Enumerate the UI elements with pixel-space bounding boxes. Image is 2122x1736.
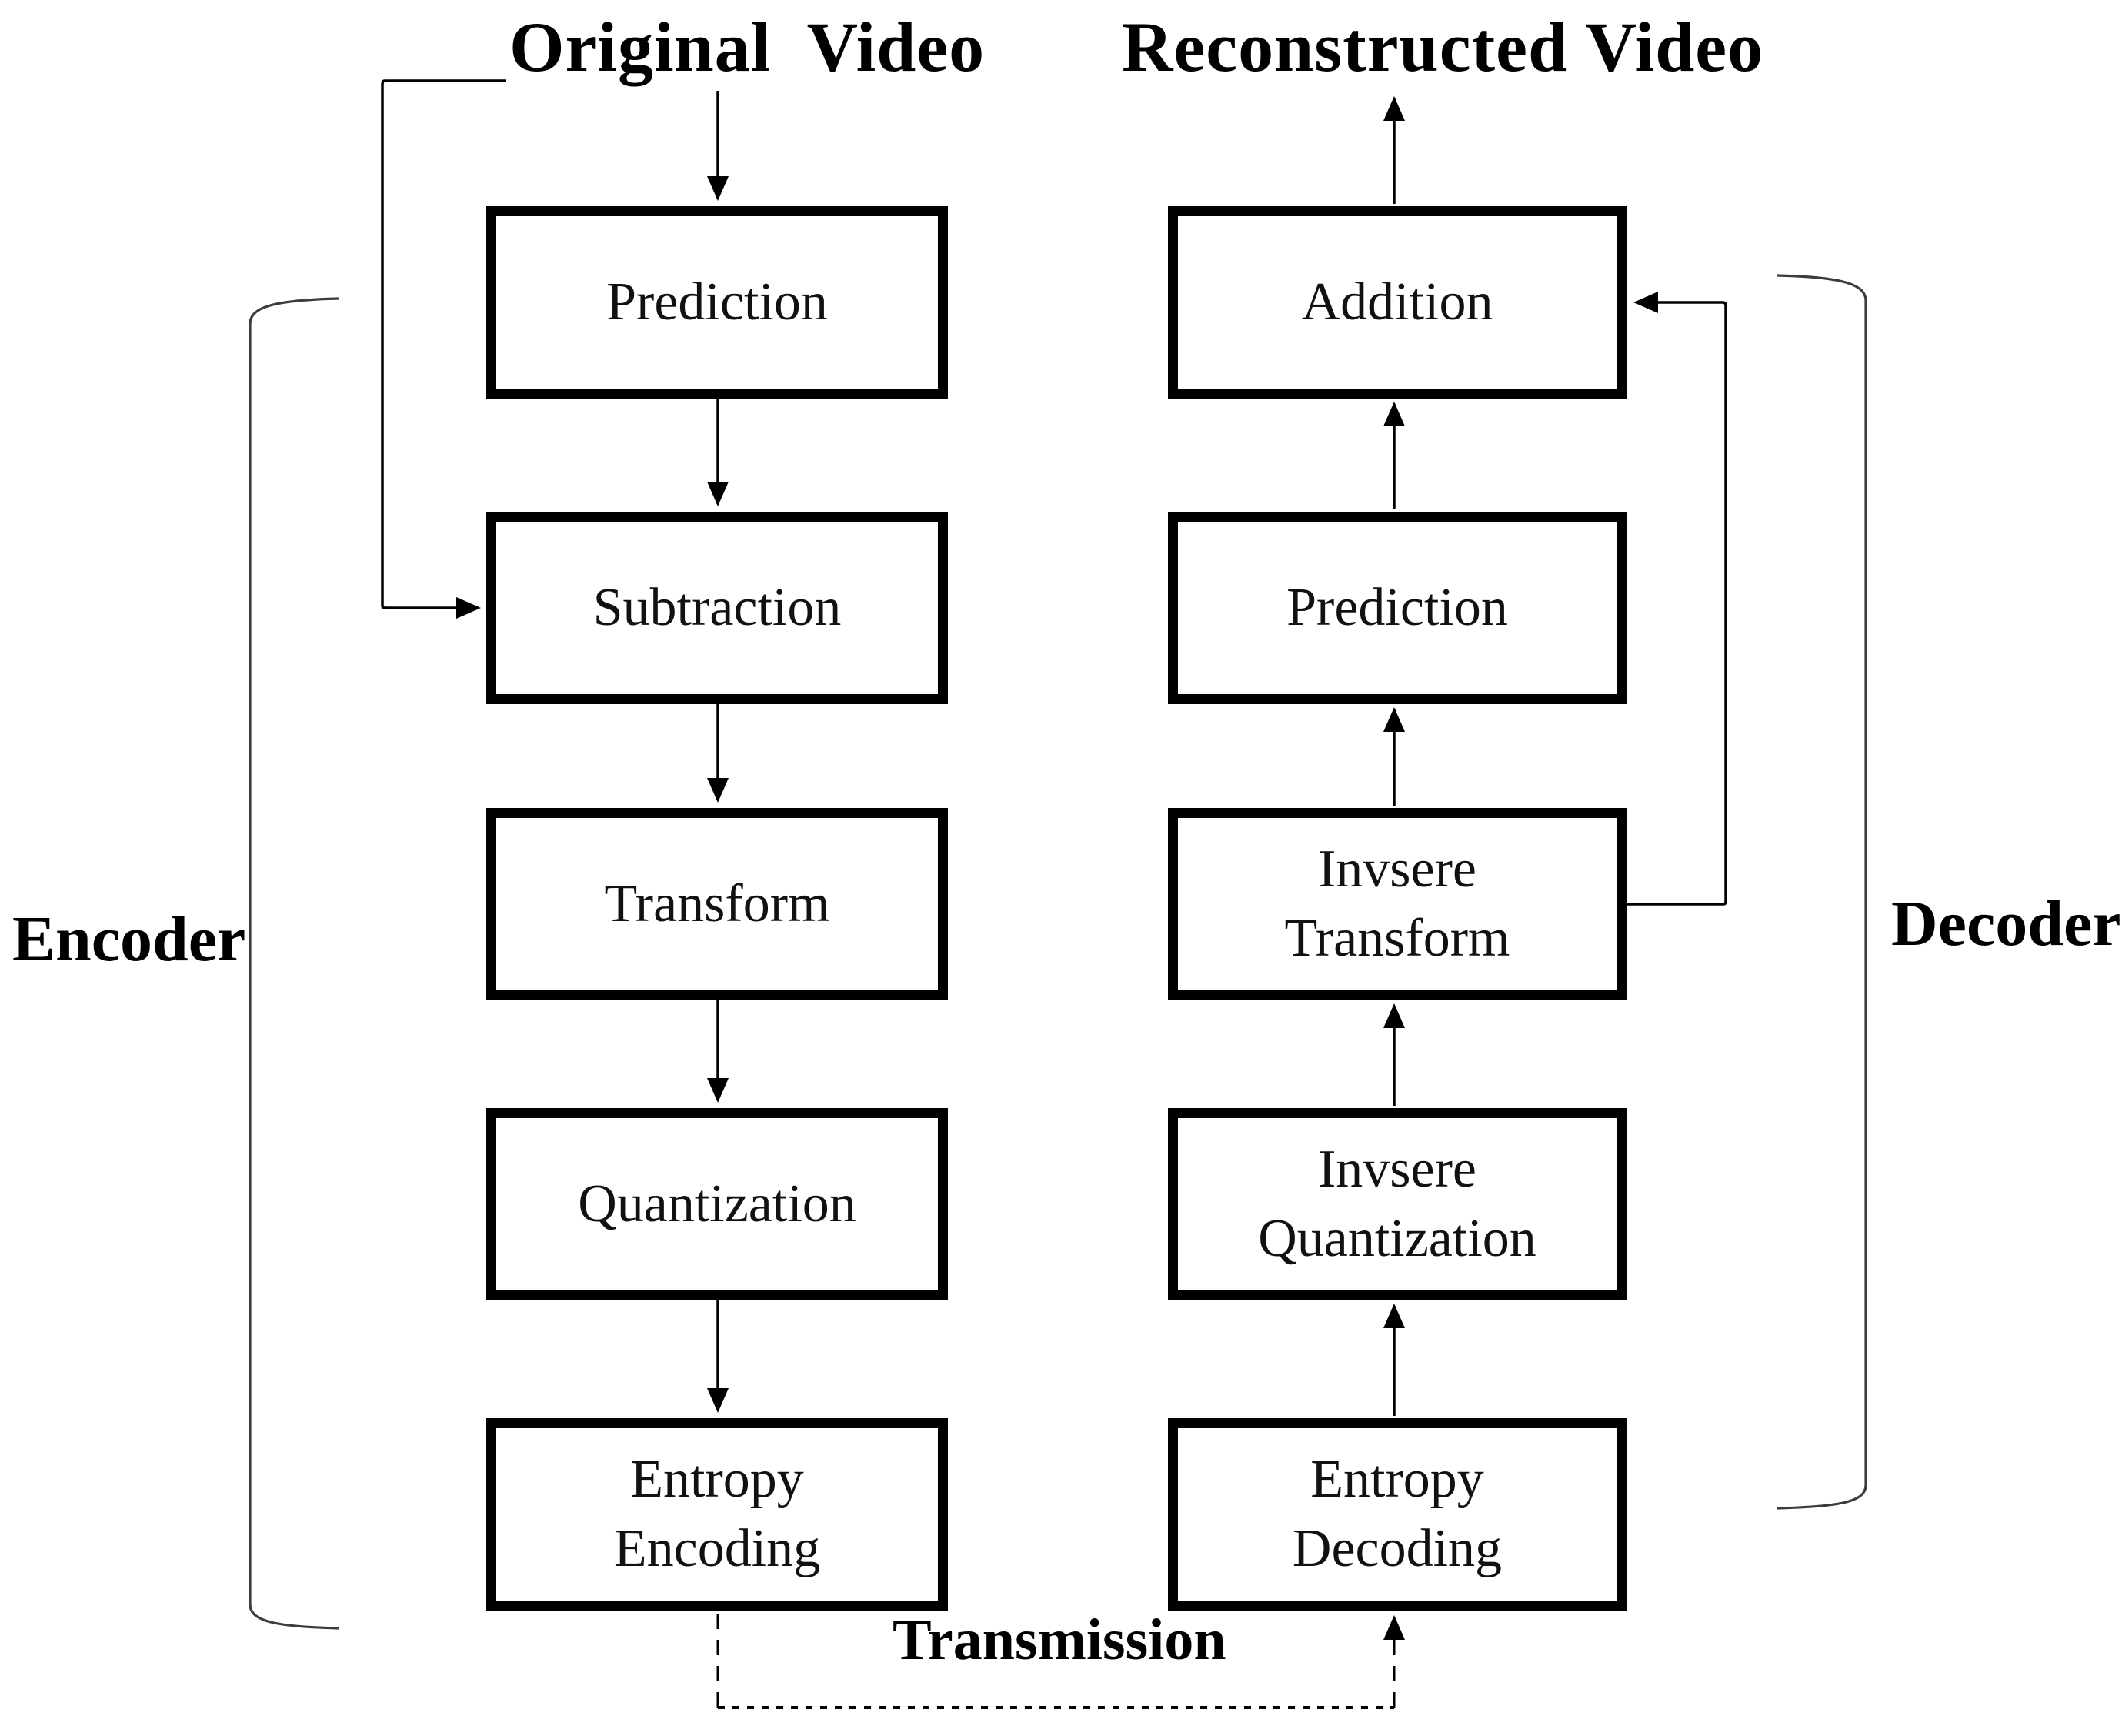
box-label-line2: Quantization	[1258, 1209, 1536, 1268]
box-label: Invsere	[1317, 1140, 1476, 1200]
encoder-bracket	[249, 297, 339, 1630]
decoder-addition-box: Addition	[1168, 206, 1627, 399]
encoder-subtraction-box: Subtraction	[486, 512, 948, 704]
box-label: Prediction	[1286, 578, 1508, 638]
original-video-label: Original Video	[509, 8, 986, 86]
box-label: Subtraction	[592, 578, 842, 638]
branch-original-to-subtraction	[381, 79, 506, 619]
box-label: Entropy	[630, 1450, 804, 1510]
box-label-line2: Transform	[1284, 909, 1510, 968]
decoder-prediction-box: Prediction	[1168, 512, 1627, 704]
encoder-quantization-box: Quantization	[486, 1108, 948, 1300]
box-label-line2: Encoding	[613, 1519, 821, 1578]
box-label: Entropy	[1310, 1450, 1484, 1510]
decoder-entropy-decoding-box: Entropy Decoding	[1168, 1418, 1627, 1611]
encoder-entropy-encoding-box: Entropy Encoding	[486, 1418, 948, 1611]
box-label: Prediction	[606, 272, 828, 332]
box-label-line2: Decoding	[1292, 1519, 1503, 1578]
box-label: Quantization	[578, 1174, 856, 1234]
transmission-label: Transmission	[893, 1607, 1226, 1672]
box-label: Addition	[1301, 272, 1493, 332]
decoder-bracket	[1777, 274, 1867, 1510]
feedback-inverse-transform-to-addition	[1627, 292, 1727, 906]
decoder-inverse-transform-box: Invsere Transform	[1168, 808, 1627, 1000]
encoder-transform-box: Transform	[486, 808, 948, 1000]
box-label: Invsere	[1317, 840, 1476, 900]
encoder-label: Encoder	[12, 903, 246, 975]
decoder-label: Decoder	[1891, 888, 2121, 960]
encoder-prediction-box: Prediction	[486, 206, 948, 399]
decoder-inverse-quantization-box: Invsere Quantization	[1168, 1108, 1627, 1300]
box-label: Transform	[604, 874, 830, 934]
reconstructed-video-label: Reconstructed Video	[1122, 8, 1764, 86]
